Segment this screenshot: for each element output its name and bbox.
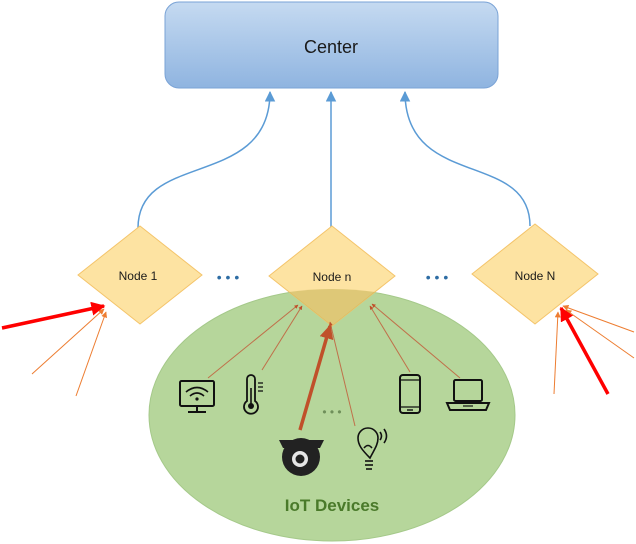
- node-N-label: Node N: [515, 269, 556, 283]
- link-nodeN-center: [399, 90, 531, 227]
- external-arrows-node-N: [553, 305, 635, 395]
- laptop-icon: [445, 379, 491, 411]
- wireless-display-icon: [179, 380, 215, 413]
- center-box: Center: [164, 1, 499, 89]
- node-n-overlap: [289, 289, 375, 326]
- ellipsis-left: • • •: [217, 269, 240, 285]
- ellipsis-right: • • •: [426, 269, 449, 285]
- thermometer-icon: [243, 374, 263, 415]
- node-1: Node 1: [77, 225, 203, 325]
- security-camera-icon: [279, 438, 324, 476]
- ellipsis-devices: • • •: [322, 405, 341, 419]
- node-N: Node N: [471, 223, 599, 325]
- external-arrows-node-1: [1, 301, 108, 397]
- link-node1-center: [137, 90, 276, 229]
- smartphone-icon: [399, 374, 421, 414]
- node-n-label: Node n: [313, 270, 352, 284]
- iot-devices-label: IoT Devices: [285, 496, 380, 515]
- node-to-center-links: [137, 90, 531, 229]
- node-1-label: Node 1: [119, 269, 158, 283]
- smart-bulb-icon: [357, 427, 388, 470]
- device-arrows-node-n: [207, 303, 461, 431]
- center-label: Center: [304, 37, 358, 57]
